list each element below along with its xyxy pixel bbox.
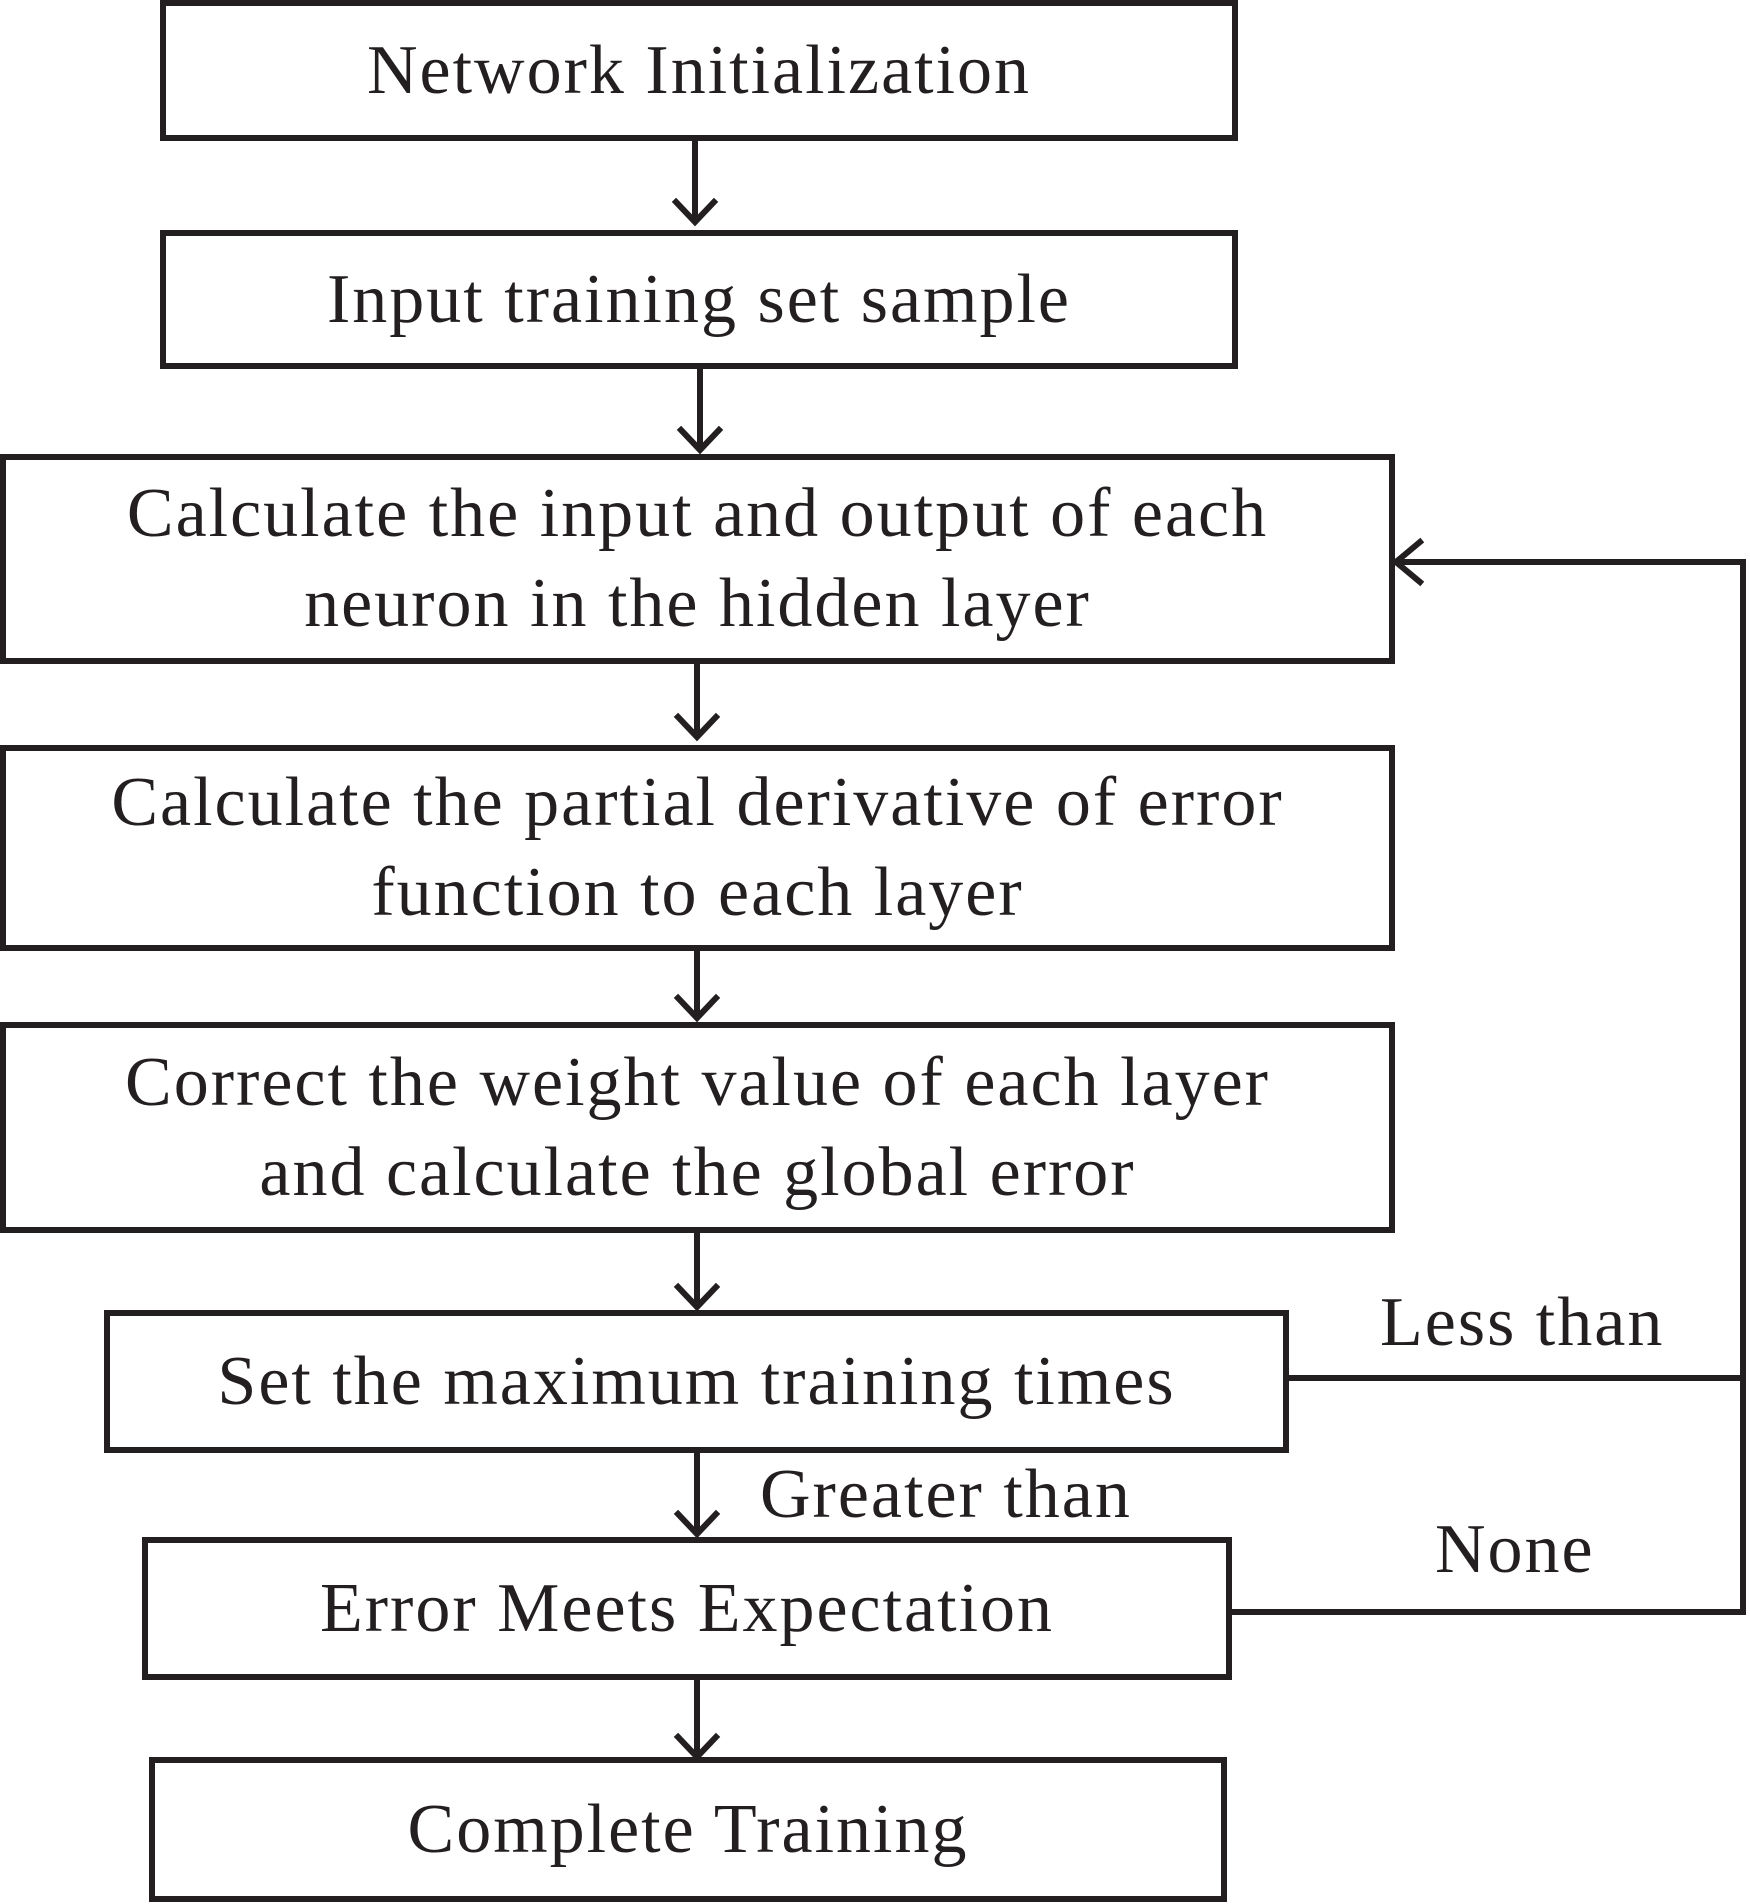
step-label: Complete Training — [407, 1790, 969, 1868]
edge-label-greater-than: Greater than — [760, 1456, 1132, 1533]
step-label: Calculate the partial derivative of erro… — [111, 764, 1284, 931]
arrow-input-to-calc-hidden — [676, 363, 724, 455]
arrow-calc-hidden-to-partial — [673, 658, 721, 742]
step-label: Network Initialization — [366, 31, 1032, 109]
arrow-partial-to-correct — [673, 945, 721, 1023]
step-label: Input training set sample — [326, 260, 1072, 338]
step-network-initialization: Network Initialization — [160, 0, 1238, 141]
feedback-loop — [1227, 537, 1746, 1615]
step-calculate-partial-derivative: Calculate the partial derivative of erro… — [0, 745, 1395, 951]
edge-label-less-than: Less than — [1380, 1284, 1665, 1361]
step-set-max-training-times: Set the maximum training times — [104, 1310, 1289, 1453]
edge-label-none: None — [1435, 1511, 1595, 1588]
step-correct-weights: Correct the weight value of each layer a… — [0, 1022, 1395, 1233]
step-label: Calculate the input and output of each n… — [126, 475, 1269, 642]
step-calculate-hidden-layer-io: Calculate the input and output of each n… — [0, 454, 1395, 664]
arrow-correct-to-set-max — [673, 1227, 721, 1312]
arrow-error-to-complete — [673, 1674, 721, 1762]
step-input-training-set-sample: Input training set sample — [160, 230, 1238, 369]
arrow-init-to-input — [671, 135, 719, 227]
step-label: Correct the weight value of each layer a… — [125, 1043, 1270, 1211]
arrow-set-max-to-error — [673, 1447, 721, 1539]
step-label: Error Meets Expectation — [319, 1569, 1055, 1647]
step-error-meets-expectation: Error Meets Expectation — [142, 1537, 1232, 1680]
step-complete-training: Complete Training — [149, 1757, 1227, 1902]
step-label: Set the maximum training times — [217, 1342, 1176, 1420]
